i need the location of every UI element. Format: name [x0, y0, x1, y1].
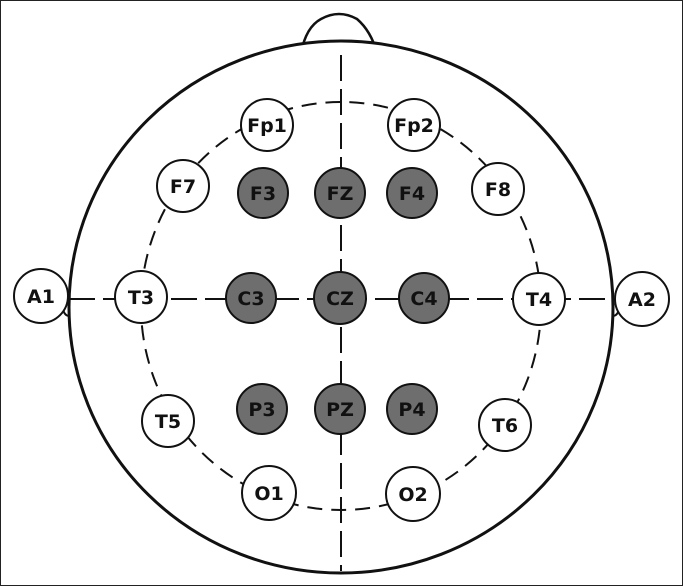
electrode-p4: P4: [386, 383, 438, 435]
electrode-c4-label: C4: [410, 288, 437, 310]
electrode-f3: F3: [237, 167, 289, 219]
electrode-fp1: Fp1: [240, 98, 294, 152]
electrode-p3-label: P3: [248, 399, 275, 421]
electrode-c3: C3: [225, 272, 277, 324]
electrode-f3-label: F3: [250, 183, 276, 205]
electrode-f8-label: F8: [485, 179, 511, 201]
electrode-a2: A2: [614, 271, 670, 327]
electrode-a1-label: A1: [27, 286, 55, 308]
electrode-fp2-label: Fp2: [394, 115, 434, 137]
electrode-o1: O1: [241, 465, 297, 521]
electrode-c4: C4: [398, 272, 450, 324]
electrode-o2-marker: [385, 466, 441, 522]
electrode-pz-marker: [314, 383, 366, 435]
electrode-f4-label: F4: [399, 183, 425, 205]
electrode-f8: F8: [471, 162, 525, 216]
electrode-f7: F7: [156, 159, 210, 213]
electrode-t6: T6: [478, 398, 532, 452]
electrode-fp2: Fp2: [387, 98, 441, 152]
electrode-c3-marker: [225, 272, 277, 324]
electrode-pz-label: PZ: [326, 399, 354, 421]
electrode-fp2-marker: [387, 98, 441, 152]
electrode-cz-marker: [313, 271, 367, 325]
electrode-t3: T3: [114, 270, 168, 324]
electrode-c4-marker: [398, 272, 450, 324]
electrode-o1-label: O1: [254, 483, 283, 505]
electrode-fp1-label: Fp1: [247, 115, 287, 137]
electrode-a1: A1: [13, 268, 69, 324]
electrode-f8-marker: [471, 162, 525, 216]
electrode-c3-label: C3: [237, 288, 264, 310]
electrode-f4-marker: [386, 167, 438, 219]
electrode-t4: T4: [512, 272, 566, 326]
electrode-f7-label: F7: [170, 176, 196, 198]
electrode-fz-marker: [314, 167, 366, 219]
electrode-t3-marker: [114, 270, 168, 324]
electrode-p4-label: P4: [398, 399, 425, 421]
electrode-o1-marker: [241, 465, 297, 521]
electrode-o2: O2: [385, 466, 441, 522]
electrode-f4: F4: [386, 167, 438, 219]
electrode-fp1-marker: [240, 98, 294, 152]
electrode-pz: PZ: [314, 383, 366, 435]
electrode-t5-marker: [141, 394, 195, 448]
electrode-t4-marker: [512, 272, 566, 326]
electrode-a2-marker: [614, 271, 670, 327]
electrode-o2-label: O2: [398, 484, 427, 506]
electrode-a1-marker: [13, 268, 69, 324]
electrode-fz-label: FZ: [327, 183, 354, 205]
electrode-t5: T5: [141, 394, 195, 448]
electrode-t6-marker: [478, 398, 532, 452]
electrode-p4-marker: [386, 383, 438, 435]
electrode-f7-marker: [156, 159, 210, 213]
electrode-t6-label: T6: [492, 415, 518, 437]
electrode-a2-label: A2: [628, 289, 656, 311]
electrode-t5-label: T5: [155, 411, 181, 433]
electrode-t3-label: T3: [128, 287, 154, 309]
electrode-fz: FZ: [314, 167, 366, 219]
electrode-f3-marker: [237, 167, 289, 219]
electrode-cz-label: CZ: [326, 288, 354, 310]
electrode-cz: CZ: [313, 271, 367, 325]
electrode-p3: P3: [236, 383, 288, 435]
electrode-p3-marker: [236, 383, 288, 435]
electrode-t4-label: T4: [526, 289, 552, 311]
